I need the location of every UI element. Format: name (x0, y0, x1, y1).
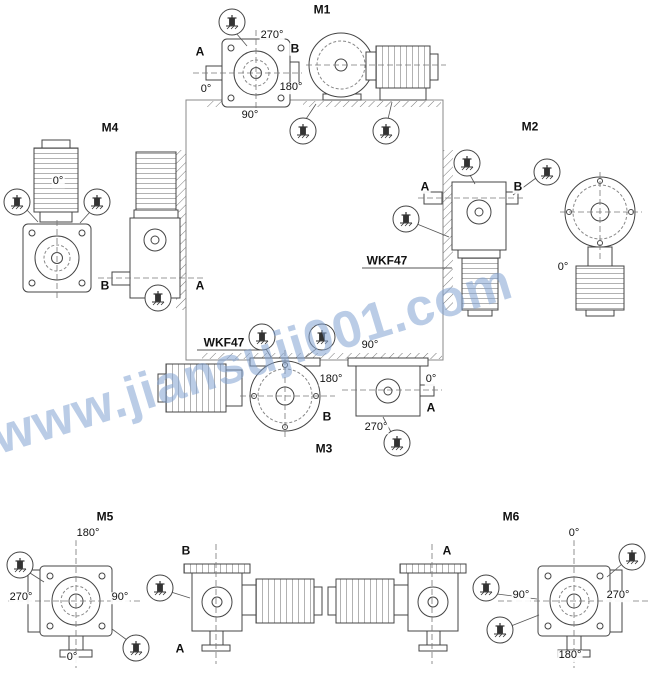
m3-angle-90-label: 90° (360, 339, 380, 352)
m3-angle-180-label: 180° (318, 373, 344, 386)
m1-end-b-label: B (289, 41, 301, 56)
m6-assembly (327, 563, 623, 658)
oil-plug-icon (83, 188, 111, 216)
m5-end-a-label: A (174, 641, 186, 656)
m6-angle-90-label: 90° (511, 589, 531, 602)
oil-plug-icon (383, 429, 411, 457)
oil-plug-icon (122, 634, 150, 662)
oil-plug-icon (372, 117, 400, 145)
oil-plug-icon (248, 323, 276, 351)
m3-title: M3 (315, 441, 333, 456)
m1-angle-90-label: 90° (240, 109, 260, 122)
m2-model-label: WKF47 (366, 253, 408, 268)
m6-end-a-label: A (441, 543, 453, 558)
m4-end-a-label: A (194, 278, 206, 293)
m1-title: M1 (313, 2, 331, 17)
m2-angle-0-label: 0° (556, 261, 570, 274)
m6-angle-0-label: 0° (567, 527, 581, 540)
m6-title: M6 (502, 509, 520, 524)
m3-end-b-label: B (321, 409, 333, 424)
m1-end-a-label: A (194, 44, 206, 59)
hatch-left-wall (176, 150, 186, 310)
m5-angle-180-label: 180° (75, 527, 101, 540)
m5-title: M5 (96, 509, 114, 524)
oil-plug-icon (308, 323, 336, 351)
m4-angle-0-label: 0° (51, 175, 65, 188)
leader-lines (26, 32, 623, 641)
oil-plug-icon (144, 284, 172, 312)
oil-plug-icon (289, 117, 317, 145)
oil-plug-icon (146, 574, 174, 602)
m2-end-b-label: B (512, 179, 524, 194)
oil-plug-icon (533, 158, 561, 186)
hatch-bottom (202, 353, 442, 359)
m1-angle-180-label: 180° (278, 81, 304, 94)
m4-title: M4 (101, 120, 119, 135)
m1-assembly (205, 32, 439, 108)
m6-angle-270-label: 270° (605, 589, 631, 602)
m3-end-a-label: A (425, 400, 437, 415)
oil-plug-icon (3, 188, 31, 216)
m2-assembly (423, 176, 636, 317)
m5-angle-90-label: 90° (110, 591, 130, 604)
oil-plug-icon (486, 616, 514, 644)
oil-plug-icon (218, 8, 246, 36)
m4-end-b-label: B (99, 278, 111, 293)
m5-end-b-label: B (180, 543, 192, 558)
m3-assembly (157, 357, 435, 432)
oil-plug-icon (618, 543, 646, 571)
m1-angle-270-label: 270° (259, 29, 285, 42)
hatch-top-right (303, 101, 441, 107)
oil-plug-icon (453, 149, 481, 177)
oil-plug-icon (472, 574, 500, 602)
hatch-right-wall (443, 150, 453, 310)
m5-angle-0-label: 0° (65, 651, 79, 664)
oil-plug-icon (6, 551, 34, 579)
oil-plug-icon (392, 205, 420, 233)
m3-angle-0-label: 0° (424, 373, 438, 386)
m2-end-a-label: A (419, 179, 431, 194)
m3-angle-270-label: 270° (363, 421, 389, 434)
m5-angle-270-label: 270° (8, 591, 34, 604)
m2-title: M2 (521, 119, 539, 134)
m4-assembly (22, 139, 181, 299)
m1-angle-0-label: 0° (199, 83, 213, 96)
m3-model-label: WKF47 (203, 335, 245, 350)
centerlines (8, 30, 648, 668)
m6-angle-180-label: 180° (557, 649, 583, 662)
